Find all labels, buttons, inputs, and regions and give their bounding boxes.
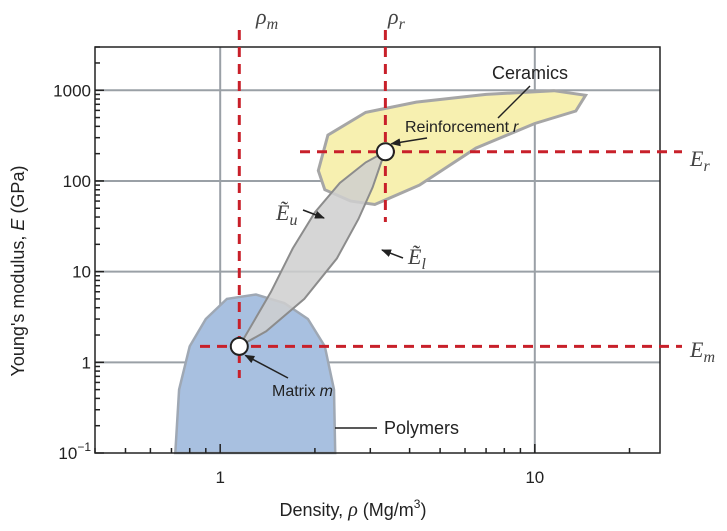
reinforcement-arrow — [390, 137, 428, 147]
y-tick-labels: 10−1 1 10 100 1000 — [53, 81, 91, 463]
data-point — [229, 336, 249, 356]
x-axis-label: Density, ρ (Mg/m3) — [280, 497, 427, 521]
ceramics-leader — [497, 85, 531, 119]
upper-bound-arrow — [302, 209, 325, 219]
y-tick-label: 10 — [72, 263, 91, 282]
e-r-label: Er — [689, 146, 710, 175]
y-tick-label: 10−1 — [58, 440, 91, 463]
matrix-arrow — [244, 354, 289, 379]
e-m-label: Em — [689, 337, 715, 366]
lower-bound-arrow — [381, 249, 404, 259]
y-tick-label: 1 — [82, 353, 91, 372]
reference-lines — [200, 30, 682, 378]
y-tick-label: 100 — [63, 172, 91, 191]
y-tick-label: 1000 — [53, 81, 91, 100]
points — [229, 142, 395, 356]
polymers-label: Polymers — [384, 418, 459, 438]
data-point — [375, 142, 395, 162]
upper-bound-label: Ẽu — [275, 200, 297, 229]
plot-frame — [94, 46, 661, 454]
x-tick-labels: 1 10 — [215, 468, 544, 487]
rho-m-label: ρm — [255, 4, 278, 33]
rho-r-label: ρr — [387, 4, 406, 33]
x-tick-label: 1 — [215, 468, 224, 487]
plot-border — [94, 46, 661, 454]
x-tick-label: 10 — [525, 468, 544, 487]
ceramics-label: Ceramics — [492, 63, 568, 83]
y-axis-label: Young's modulus, E (GPa) — [8, 166, 28, 377]
lower-bound-label: Ẽl — [407, 244, 426, 273]
annotations — [244, 85, 531, 429]
